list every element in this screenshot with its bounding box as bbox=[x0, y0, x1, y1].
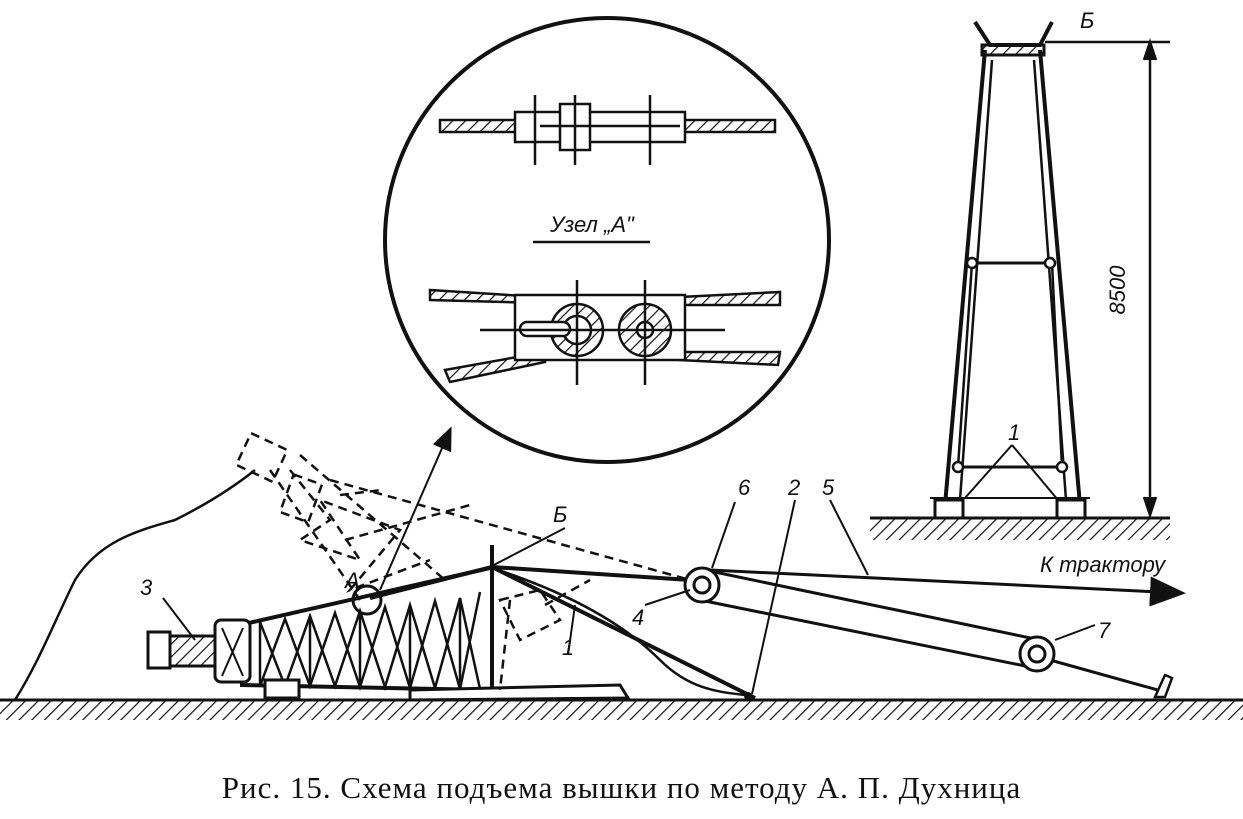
label-1-tower: 1 bbox=[1008, 420, 1020, 445]
hill-slope bbox=[13, 469, 256, 701]
label-1-main: 1 bbox=[562, 635, 574, 660]
gin-pole bbox=[369, 545, 756, 700]
label-7: 7 bbox=[1098, 618, 1111, 643]
base-sled bbox=[408, 683, 631, 702]
label-5: 5 bbox=[822, 475, 835, 500]
anchor-2 bbox=[744, 692, 752, 700]
label-2: 2 bbox=[787, 475, 800, 500]
a-frame-leg bbox=[491, 566, 746, 697]
label-3: 3 bbox=[140, 575, 153, 600]
cable-to-tractor bbox=[709, 568, 1186, 607]
label-a: А bbox=[343, 568, 360, 593]
crown-block bbox=[146, 618, 301, 700]
node-a-circle bbox=[351, 584, 383, 616]
raised-derrick-dashed bbox=[234, 431, 691, 691]
figure-caption: Рис. 15. Схема подъема вышки по методу А… bbox=[221, 770, 1022, 805]
detail-circle-node-a: Узел „А" bbox=[383, 16, 831, 464]
ground-anchor bbox=[1153, 673, 1174, 699]
upright-tower bbox=[870, 20, 1170, 540]
node-title: Узел „А" bbox=[549, 212, 635, 237]
height-dimension bbox=[1045, 38, 1170, 519]
label-b-tower: Б bbox=[1080, 8, 1094, 33]
label-6: 6 bbox=[738, 475, 751, 500]
ground bbox=[0, 698, 1243, 720]
label-4: 4 bbox=[632, 605, 644, 630]
cables bbox=[699, 568, 1166, 694]
label-height-8500: 8500 bbox=[1105, 265, 1130, 315]
label-to-tractor: К трактору bbox=[1040, 552, 1167, 577]
label-b-main: Б bbox=[553, 502, 567, 527]
pulley-7 bbox=[1018, 635, 1056, 673]
pulley-6 bbox=[683, 566, 721, 604]
leader-lines bbox=[162, 426, 1096, 695]
